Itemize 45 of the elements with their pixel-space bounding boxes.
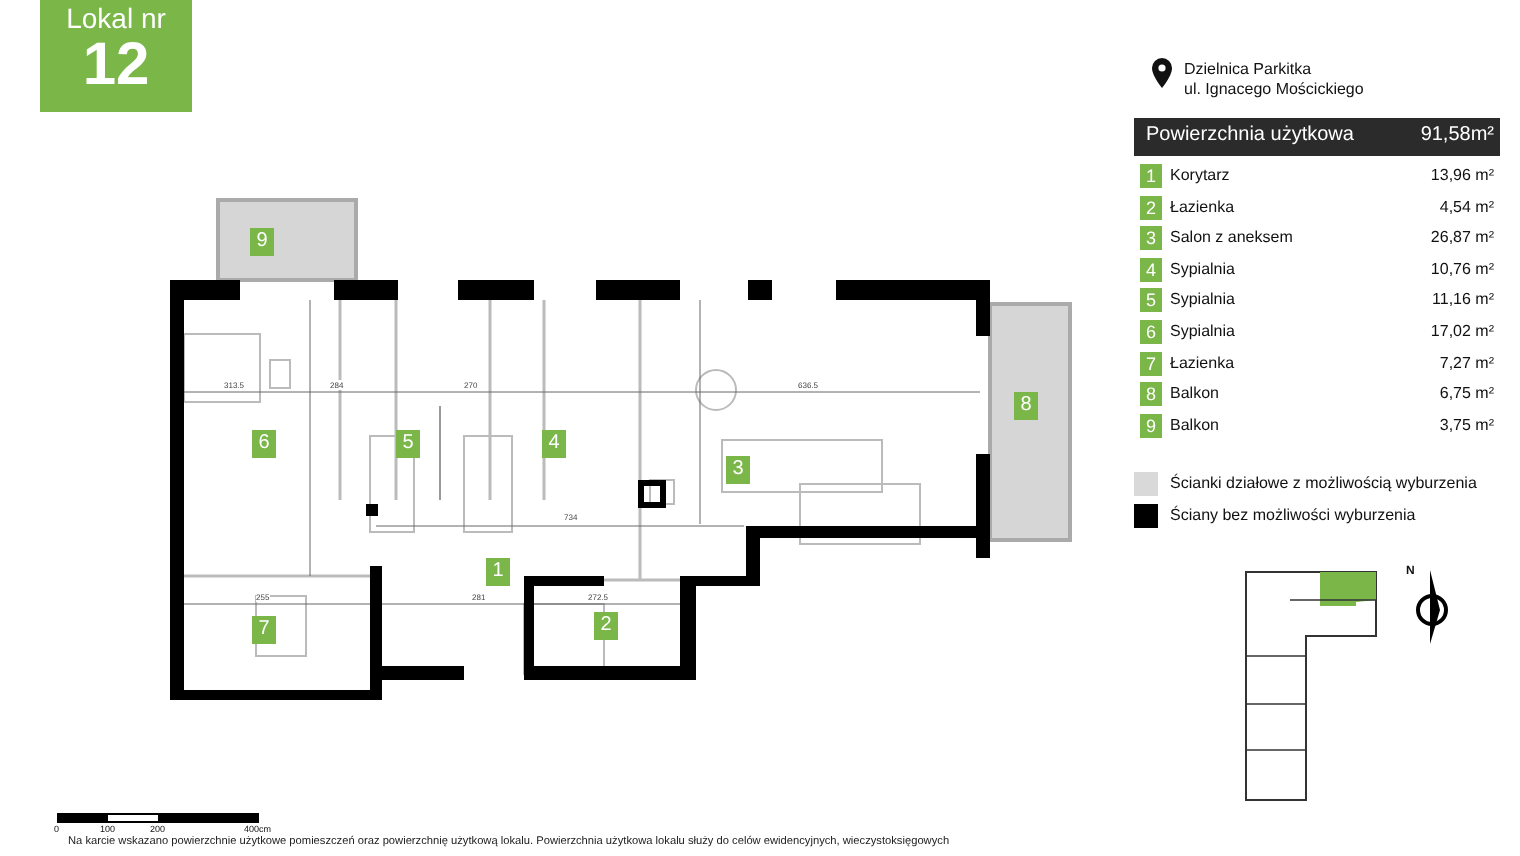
room-area: 26,87 m² [1430,228,1494,247]
room-name: Sypialnia [1170,259,1235,278]
room-number-badge: 5 [1140,288,1162,313]
room-number-badge: 4 [542,430,566,458]
legend-label: Ścianki działowe z możliwością wyburzenia [1170,474,1477,492]
room-number-badge: 6 [1140,320,1162,344]
room-area: 7,27 m² [1439,353,1494,372]
room-number-badge: 5 [396,430,420,458]
apartment-number: 12 [82,36,150,96]
room-area: 6,75 m² [1439,384,1494,403]
room-area: 11,16 m² [1432,290,1494,309]
room-number-badge: 1 [1140,164,1162,188]
room-name: Sypialnia [1170,322,1235,340]
room-number-badge: 2 [594,612,618,640]
table-header: Powierzchnia użytkowa [1146,124,1354,146]
room-number-badge: 9 [1140,413,1162,438]
room-area: 17,02 m² [1430,322,1494,340]
district-text: Dzielnica Parkitka [1184,60,1312,78]
room-area: 3,75 m² [1439,415,1494,434]
room-number-badge: 2 [1140,195,1162,220]
room-area: 10,76 m² [1430,259,1494,278]
room-name: Balkon [1170,384,1219,403]
room-name: Łazienka [1170,353,1235,372]
room-area: 4,54 m² [1439,197,1494,216]
apartment-number-badge [40,0,192,112]
room-number-badge: 7 [252,616,276,644]
room-number-badge: 4 [1140,257,1162,282]
room-number-badge: 1 [486,558,510,586]
room-number-badge: 7 [1140,351,1162,376]
street-text: ul. Ignacego Mościckiego [1184,80,1364,98]
room-name: Łazienka [1170,197,1235,216]
room-number-badge: 9 [250,228,274,256]
room-name: Korytarz [1170,166,1230,184]
room-number-badge: 3 [1140,226,1162,251]
room-number-badge: 8 [1140,382,1162,407]
legend-label: Ściany bez możliwości wyburzenia [1170,506,1416,524]
room-name: Salon z aneksem [1170,228,1293,247]
room-number-badge: 3 [726,456,750,484]
room-number-badge: 8 [1014,392,1038,420]
total-area: 91,58m² [1420,124,1494,146]
room-name: Sypialnia [1170,290,1235,309]
room-area: 13,96 m² [1430,166,1494,184]
apartment-label: Lokal nr [66,0,166,36]
room-name: Balkon [1170,415,1219,434]
room-number-badge: 6 [252,430,276,458]
